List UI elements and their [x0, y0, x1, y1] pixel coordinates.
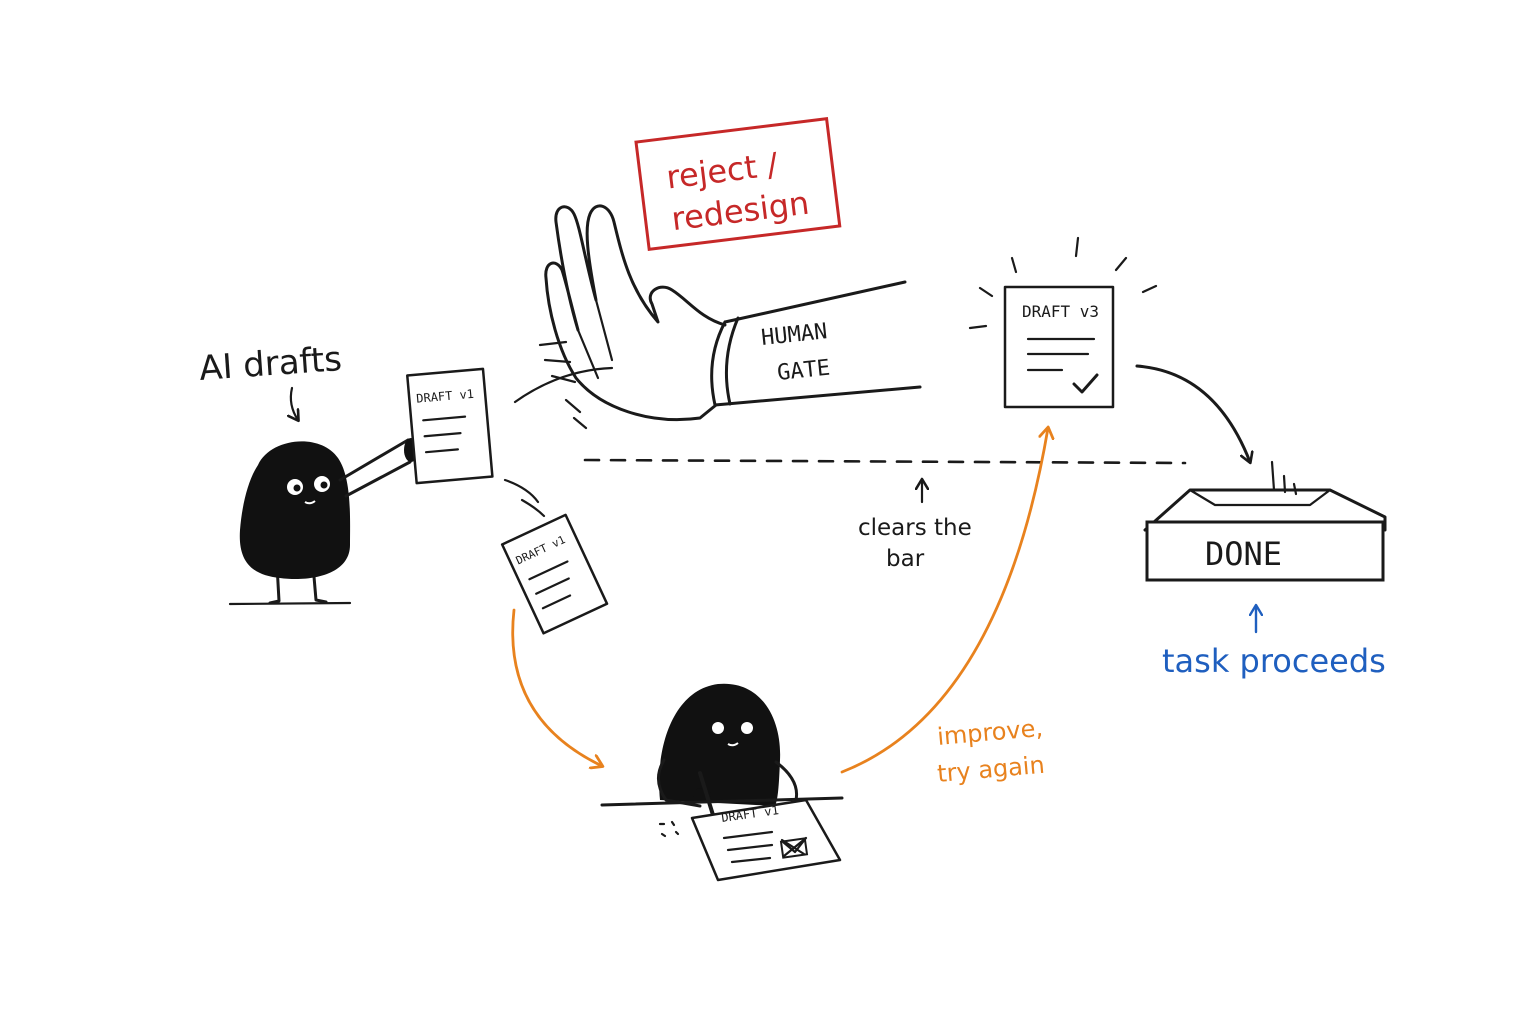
draft-v1-falling: DRAFT v1 — [500, 513, 609, 635]
ai-drafts-arrow — [291, 386, 298, 420]
draft-falling-paper — [500, 513, 609, 635]
ai-character-revising — [657, 683, 799, 817]
character2-arm-right — [774, 760, 799, 802]
motion-lines-falling — [503, 478, 546, 518]
character2-arm-left — [657, 758, 702, 808]
arrow-to-done — [1135, 364, 1250, 462]
done-label: DONE — [1205, 535, 1282, 573]
draft-v3-approved: DRAFT v3 — [968, 236, 1158, 409]
character2-eye-left — [712, 722, 724, 734]
sleeve-top — [723, 280, 907, 324]
retry-arrow-up — [840, 428, 1048, 774]
character-arm-lower — [344, 460, 412, 498]
sleeve-cuff — [710, 316, 740, 407]
clears-bar-label-line1: clears the — [858, 515, 972, 541]
draft-falling-lines — [528, 560, 572, 610]
draft-v1-held: DRAFT v1 — [406, 367, 494, 485]
retry-arrow-down — [511, 608, 602, 766]
draft-v3-label: DRAFT v3 — [1022, 302, 1099, 321]
draft-v1-lines — [422, 415, 467, 454]
draft-desk-lines — [722, 830, 774, 864]
human-gate-label-line2: GATE — [776, 356, 831, 386]
envelope-icon — [779, 837, 809, 859]
ai-drafts-label: AI drafts — [198, 339, 343, 389]
eraser-crumbs — [658, 820, 680, 838]
character-arm-upper — [338, 438, 410, 482]
reject-box-frame — [634, 117, 842, 251]
human-gate-label-line1: HUMAN — [760, 319, 828, 351]
done-box-inner — [1188, 488, 1332, 507]
ground-scribble — [228, 601, 352, 606]
hand-motion-ticks — [538, 340, 588, 430]
clears-bar-label-line2: bar — [886, 546, 925, 572]
ai-character-drafting — [228, 438, 418, 606]
envelope-icon-flap — [780, 836, 808, 858]
draft-v1-revising: DRAFT v1 — [690, 798, 842, 882]
done-box: DONE — [1143, 460, 1387, 582]
quality-bar-dashed — [583, 458, 1187, 465]
character-pupil-right — [320, 481, 328, 489]
improve-label-line2: try again — [936, 751, 1046, 788]
character2-smile — [727, 742, 739, 747]
draft-v1-paper — [406, 367, 494, 485]
hand-finger-lines — [576, 298, 614, 380]
done-box-front — [1145, 520, 1385, 582]
draft-v3-paper — [1003, 285, 1115, 409]
character-pupil-left — [293, 484, 301, 492]
improve-label-line1: improve, — [936, 714, 1044, 751]
desk-line — [600, 796, 844, 807]
reject-redesign-box: reject / redesign — [634, 117, 842, 251]
character-body — [239, 441, 351, 580]
draft-v3-sparkles — [968, 236, 1158, 330]
draft-v1-label: DRAFT v1 — [416, 387, 475, 406]
draft-desk-paper — [690, 798, 842, 882]
sleeve-bottom — [713, 385, 922, 407]
character-smile — [304, 500, 316, 505]
character2-eye-right — [741, 722, 753, 734]
stop-hand — [544, 204, 727, 422]
pen-icon — [698, 771, 715, 817]
character2-body — [659, 683, 781, 806]
checkmark-icon — [1072, 373, 1099, 394]
draft-v3-lines — [1026, 337, 1096, 372]
task-proceeds-label: task proceeds — [1162, 642, 1386, 680]
